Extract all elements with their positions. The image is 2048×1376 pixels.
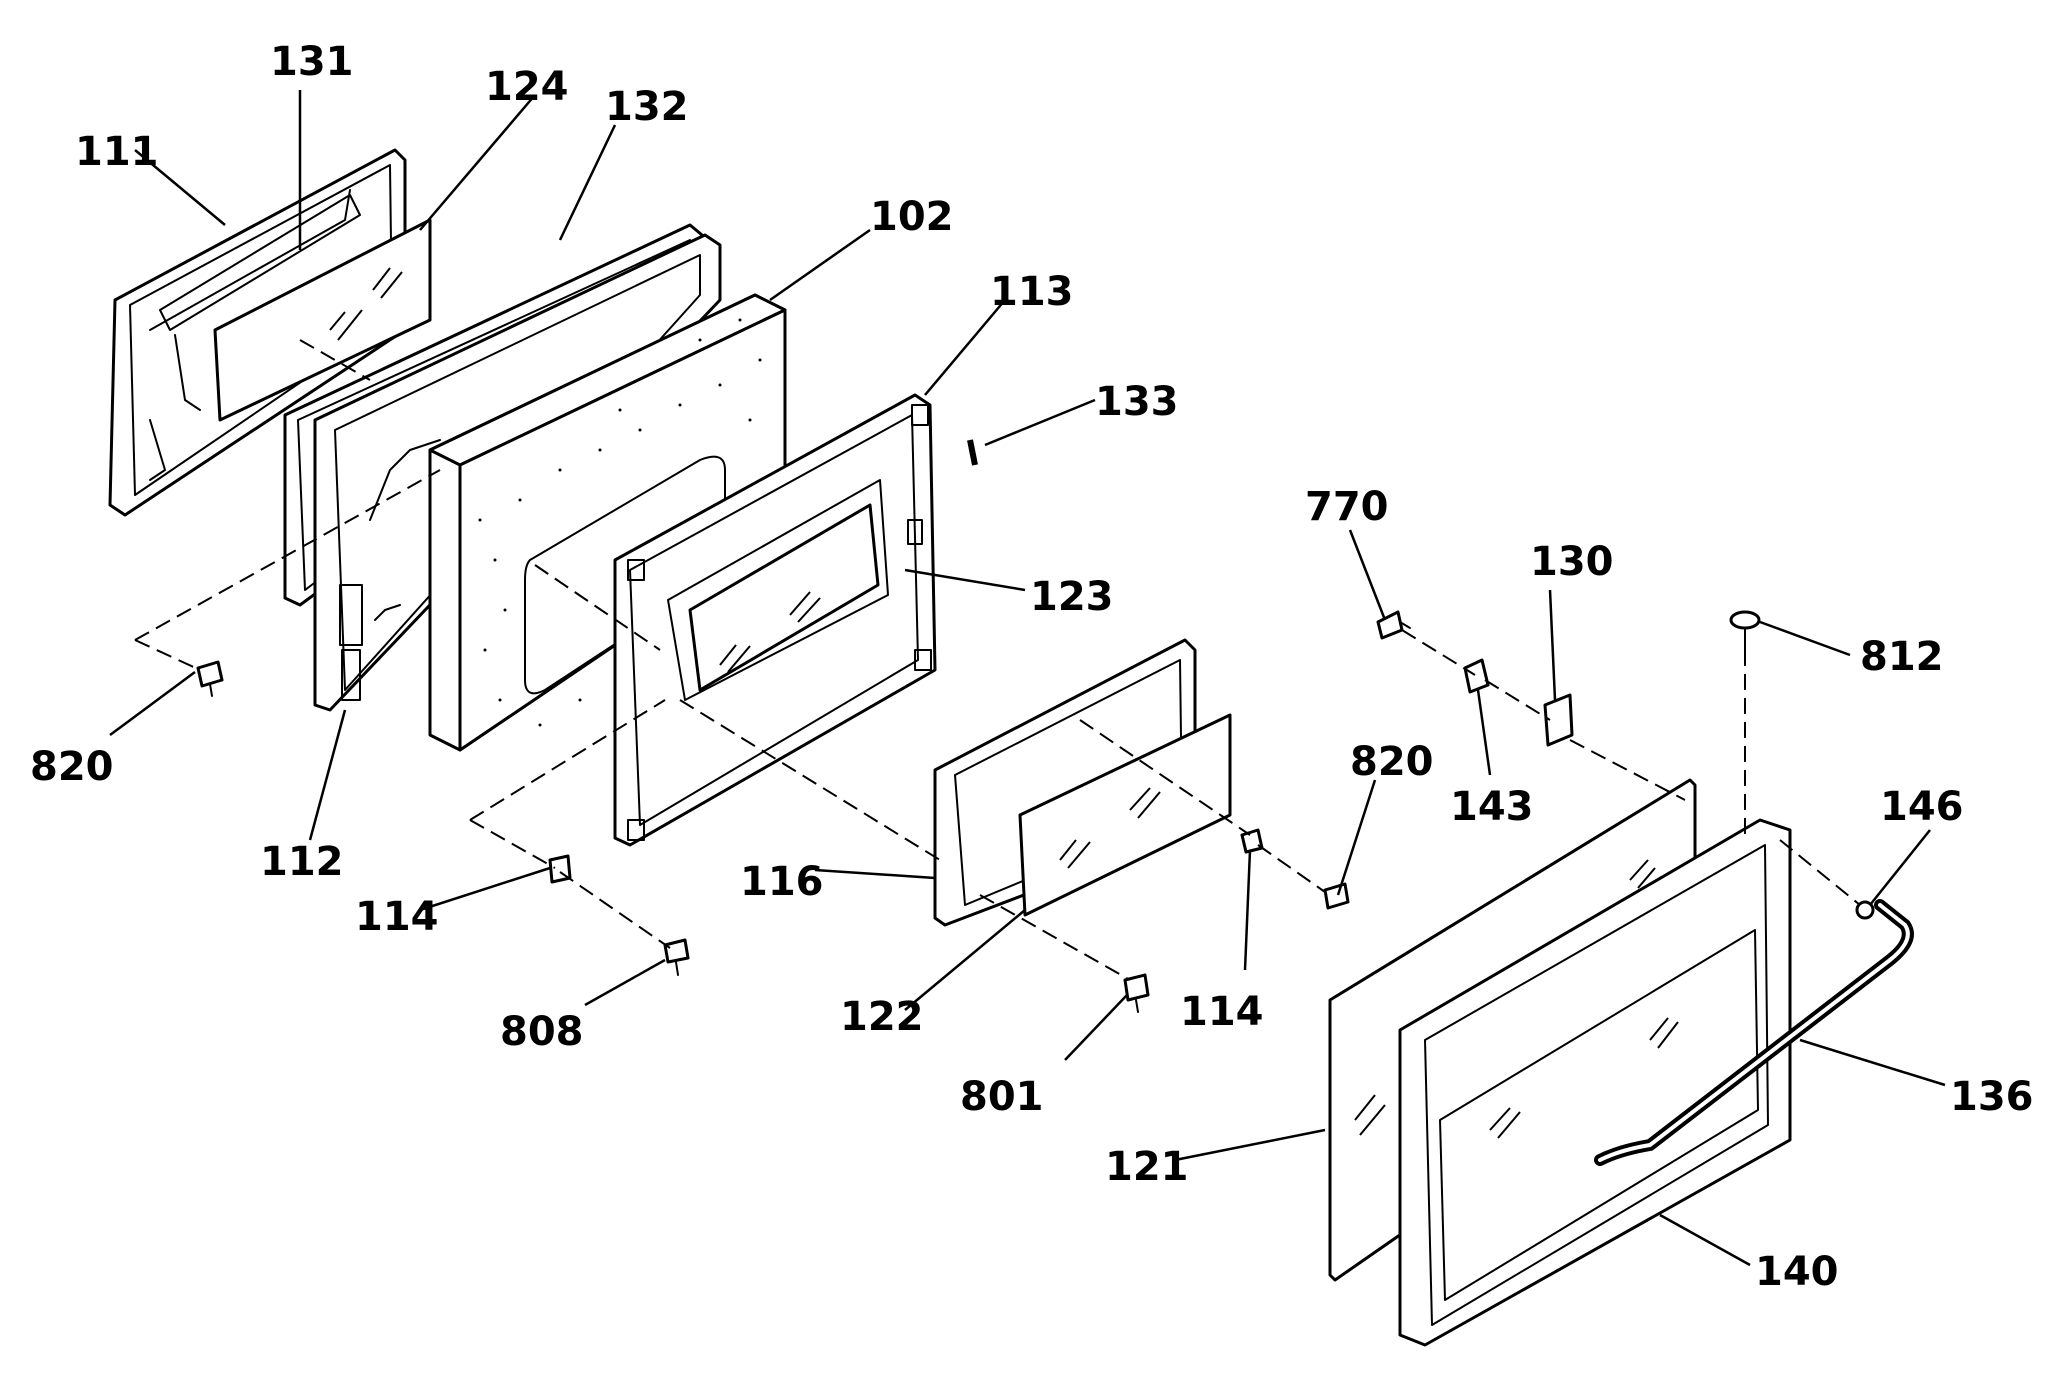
assembly-lines — [134, 339, 1861, 981]
callout-123: 123 — [1030, 574, 1114, 620]
callout-140: 140 — [1755, 1249, 1839, 1295]
part-130-plate — [1543, 693, 1574, 747]
part-124-inner-glass — [213, 218, 432, 422]
callout-labels: 111 131 124 132 102 113 133 123 820 112 … — [30, 39, 2034, 1295]
callout-121: 121 — [1105, 1144, 1189, 1190]
callout-133: 133 — [1095, 379, 1179, 425]
part-123-window-glass — [688, 503, 880, 692]
part-808-screw — [663, 938, 690, 976]
callout-820-left: 820 — [30, 744, 114, 790]
part-140-outer-door-frame — [1398, 818, 1792, 1347]
part-801-screw — [1123, 973, 1150, 1013]
callout-122: 122 — [840, 994, 924, 1040]
part-131-bracket — [159, 194, 361, 411]
part-122-middle-glass — [1018, 713, 1232, 917]
part-114-clip-left — [548, 854, 572, 884]
callout-102: 102 — [870, 194, 954, 240]
callout-812: 812 — [1860, 634, 1944, 680]
callout-820-right: 820 — [1350, 739, 1434, 785]
leader-lines — [109, 90, 1946, 1267]
callout-131: 131 — [270, 39, 354, 85]
callout-130: 130 — [1530, 539, 1614, 585]
callout-801: 801 — [960, 1074, 1044, 1120]
callout-111: 111 — [75, 129, 159, 175]
callout-116: 116 — [740, 859, 824, 905]
part-143-spacer — [1463, 658, 1490, 694]
part-102-insulation-block — [428, 293, 787, 752]
callout-124: 124 — [485, 64, 569, 110]
callout-808: 808 — [500, 1009, 584, 1055]
part-812-screw — [1729, 610, 1761, 651]
callout-114-right: 114 — [1180, 989, 1264, 1035]
part-146-nut — [1855, 900, 1875, 920]
callout-770: 770 — [1305, 484, 1389, 530]
part-820-screw-left — [196, 660, 224, 697]
part-136-door-handle — [1594, 899, 1914, 1166]
part-820-screw-right — [1323, 882, 1350, 910]
callout-143: 143 — [1450, 784, 1534, 830]
part-133-pin — [967, 439, 978, 466]
callout-113: 113 — [990, 269, 1074, 315]
callout-136: 136 — [1950, 1074, 2034, 1120]
callout-114-left: 114 — [355, 894, 439, 940]
part-114-clip-right — [1240, 828, 1264, 854]
callout-146: 146 — [1880, 784, 1964, 830]
callout-112: 112 — [260, 839, 344, 885]
callout-132: 132 — [605, 84, 689, 130]
